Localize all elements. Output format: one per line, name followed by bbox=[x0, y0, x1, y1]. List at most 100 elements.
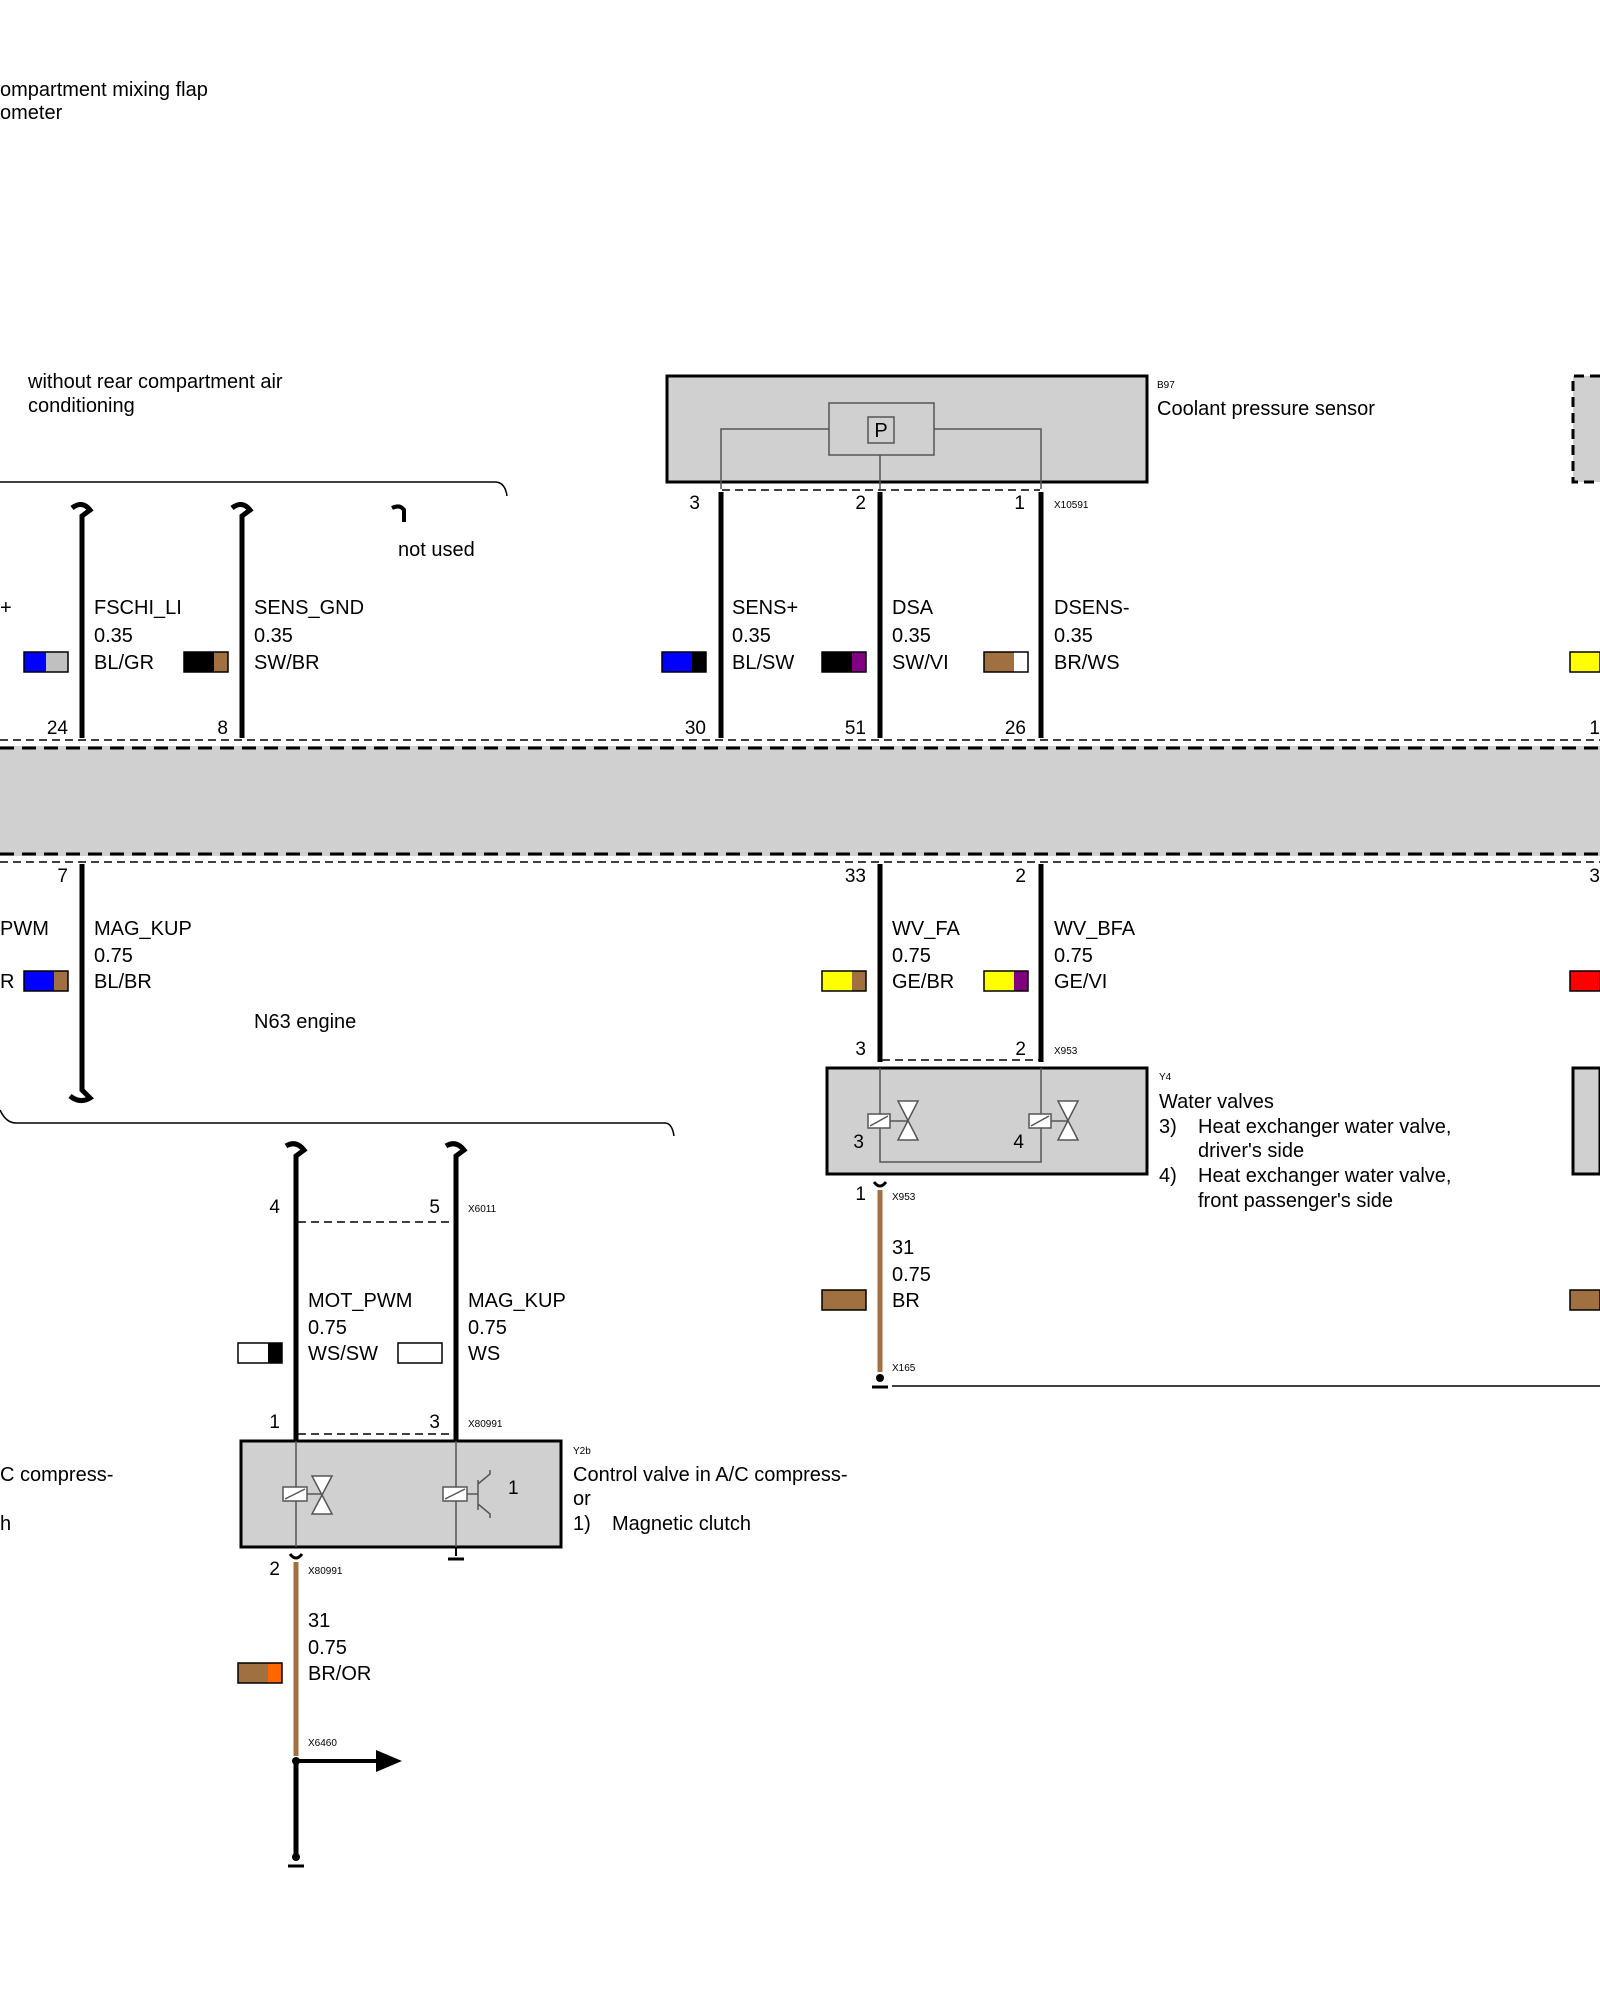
right-edge-swatch-mid bbox=[1569, 970, 1600, 992]
y4-item2-num: 4) bbox=[1159, 1165, 1177, 1187]
magkup1-signal: MAG_KUP bbox=[94, 918, 192, 940]
dsens-top-pin: 1 bbox=[1014, 493, 1025, 514]
y4-item1-num: 3) bbox=[1159, 1116, 1177, 1138]
wvbfa-color: GE/VI bbox=[1054, 971, 1107, 993]
right-edge-lower-component bbox=[1571, 1066, 1600, 1176]
dsa-gauge: 0.35 bbox=[892, 625, 931, 647]
x165-connector-id: X165 bbox=[892, 1363, 916, 1374]
color-swatch-dsens bbox=[983, 651, 1029, 673]
magkup1-wire-labels: MAG_KUP 0.75 BL/BR bbox=[94, 918, 192, 993]
right-edge-bottom-pin: 3 bbox=[1589, 866, 1600, 887]
sensp-signal: SENS+ bbox=[732, 597, 798, 619]
motpwm-gauge: 0.75 bbox=[308, 1317, 347, 1339]
control-unit-border bbox=[0, 746, 1600, 856]
gnd2-top-pin: 2 bbox=[269, 1559, 280, 1580]
top-description-line2: ometer bbox=[0, 102, 63, 124]
magkup2-bottom-pin: 3 bbox=[429, 1412, 440, 1433]
motpwm-wire-labels: MOT_PWM 0.75 WS/SW bbox=[308, 1290, 412, 1365]
motpwm-top-pin: 4 bbox=[269, 1197, 280, 1218]
lower-wires bbox=[68, 864, 1044, 1104]
y4-id: Y4 bbox=[1159, 1072, 1172, 1083]
dsa-top-pin: 2 bbox=[855, 493, 866, 514]
b97-name: Coolant pressure sensor bbox=[1157, 398, 1375, 420]
sens-plus-top-pin: 3 bbox=[689, 493, 700, 514]
engine-note: N63 engine bbox=[254, 1011, 356, 1033]
wvbfa-signal: WV_BFA bbox=[1054, 918, 1136, 940]
top-description-line1: ompartment mixing flap bbox=[0, 79, 208, 101]
y2b-internal-label-1: 1 bbox=[508, 1478, 519, 1499]
left-cut-plus: + bbox=[0, 597, 12, 619]
control-unit-connector-outline bbox=[0, 739, 1600, 863]
gnd1-color: BR bbox=[892, 1290, 920, 1312]
left-comp-line1: C compress- bbox=[0, 1464, 113, 1486]
y2b-bottom-connector-id: X80991 bbox=[308, 1566, 343, 1577]
magnetic-clutch-icon bbox=[442, 1470, 491, 1518]
b97-sensor-element bbox=[828, 402, 935, 456]
left-comp-line2: h bbox=[0, 1513, 11, 1535]
left-cut-pwm: PWM bbox=[0, 918, 49, 940]
dsa-color: SW/VI bbox=[892, 652, 949, 674]
rear-ac-bracket bbox=[0, 481, 508, 497]
wvbfa-wire-labels: WV_BFA 0.75 GE/VI bbox=[1054, 918, 1136, 993]
color-swatch-motpwm bbox=[237, 1342, 283, 1364]
right-edge-swatch-low bbox=[1569, 1289, 1600, 1311]
ground-point-x165-icon bbox=[876, 1374, 884, 1382]
color-swatch-wvfa bbox=[821, 970, 867, 992]
magkup2-color: WS bbox=[468, 1343, 500, 1365]
gnd1-top-pin: 1 bbox=[855, 1184, 866, 1205]
gnd2-wire-labels: 31 0.75 BR/OR bbox=[308, 1610, 371, 1685]
x6460-connector-id: X6460 bbox=[308, 1738, 337, 1749]
sensgnd-wire-labels: SENS_GND 0.35 SW/BR bbox=[254, 597, 364, 674]
y4-internal-label-3: 3 bbox=[853, 1132, 864, 1153]
y2b-upper-wires bbox=[284, 1141, 468, 1470]
gnd1-signal: 31 bbox=[892, 1237, 914, 1259]
rear-ac-note-line2: conditioning bbox=[28, 395, 135, 417]
color-swatch-magkup2 bbox=[397, 1342, 443, 1364]
color-swatch-wvbfa bbox=[983, 970, 1029, 992]
rear-ac-note-line1: without rear compartment air bbox=[27, 371, 283, 393]
x6011-connector-id: X6011 bbox=[468, 1204, 497, 1215]
control-valve-icon bbox=[282, 1475, 334, 1515]
gnd1-wire-labels: 31 0.75 BR bbox=[892, 1237, 931, 1312]
y4-bottom-connector-id: X953 bbox=[892, 1192, 916, 1203]
gnd2-signal: 31 bbox=[308, 1610, 330, 1632]
dsa-signal: DSA bbox=[892, 597, 934, 619]
dsens-color: BR/WS bbox=[1054, 652, 1120, 674]
gnd2-color: BR/OR bbox=[308, 1663, 371, 1685]
y2b-bottom-pin-hook bbox=[288, 1553, 304, 1560]
branch-arrow-icon bbox=[376, 1750, 402, 1772]
fschi-signal: FSCHI_LI bbox=[94, 597, 182, 619]
sensp-gauge: 0.35 bbox=[732, 625, 771, 647]
fschi-gauge: 0.35 bbox=[94, 625, 133, 647]
upper-wires bbox=[70, 492, 1044, 738]
gnd1-gauge: 0.75 bbox=[892, 1264, 931, 1286]
right-edge-component bbox=[1571, 374, 1600, 484]
y4-item1-line2: driver's side bbox=[1198, 1140, 1304, 1162]
y4-internal-label-4: 4 bbox=[1013, 1132, 1024, 1153]
magkup2-signal: MAG_KUP bbox=[468, 1290, 566, 1312]
dsens-gauge: 0.35 bbox=[1054, 625, 1093, 647]
wvfa-gauge: 0.75 bbox=[892, 945, 931, 967]
dsa-bus-pin: 51 bbox=[845, 718, 866, 739]
color-swatch-sensgnd bbox=[183, 651, 229, 673]
sensp-color: BL/SW bbox=[732, 652, 794, 674]
magkup2-gauge: 0.75 bbox=[468, 1317, 507, 1339]
wvfa-color: GE/BR bbox=[892, 971, 954, 993]
y4-bottom-pin-hook bbox=[872, 1181, 888, 1188]
motpwm-signal: MOT_PWM bbox=[308, 1290, 412, 1312]
fschi-bus-pin: 24 bbox=[47, 718, 69, 739]
b97-symbol: P bbox=[874, 420, 887, 442]
y2b-name-line1: Control valve in A/C compress- bbox=[573, 1464, 848, 1486]
y4-item1-line1: Heat exchanger water valve, bbox=[1198, 1116, 1451, 1138]
color-swatch-sensp bbox=[661, 651, 707, 673]
magkup1-gauge: 0.75 bbox=[94, 945, 133, 967]
b97-connector-id: X10591 bbox=[1054, 500, 1089, 511]
y4-connector-id: X953 bbox=[1054, 1046, 1078, 1057]
b97-id: B97 bbox=[1157, 380, 1175, 391]
magkup1-bus-pin: 7 bbox=[57, 866, 68, 887]
wvfa-bus-pin: 33 bbox=[845, 866, 866, 887]
wvbfa-bottom-pin: 2 bbox=[1015, 1039, 1026, 1060]
fschi-wire-labels: FSCHI_LI 0.35 BL/GR bbox=[94, 597, 182, 674]
sensgnd-color: SW/BR bbox=[254, 652, 320, 674]
